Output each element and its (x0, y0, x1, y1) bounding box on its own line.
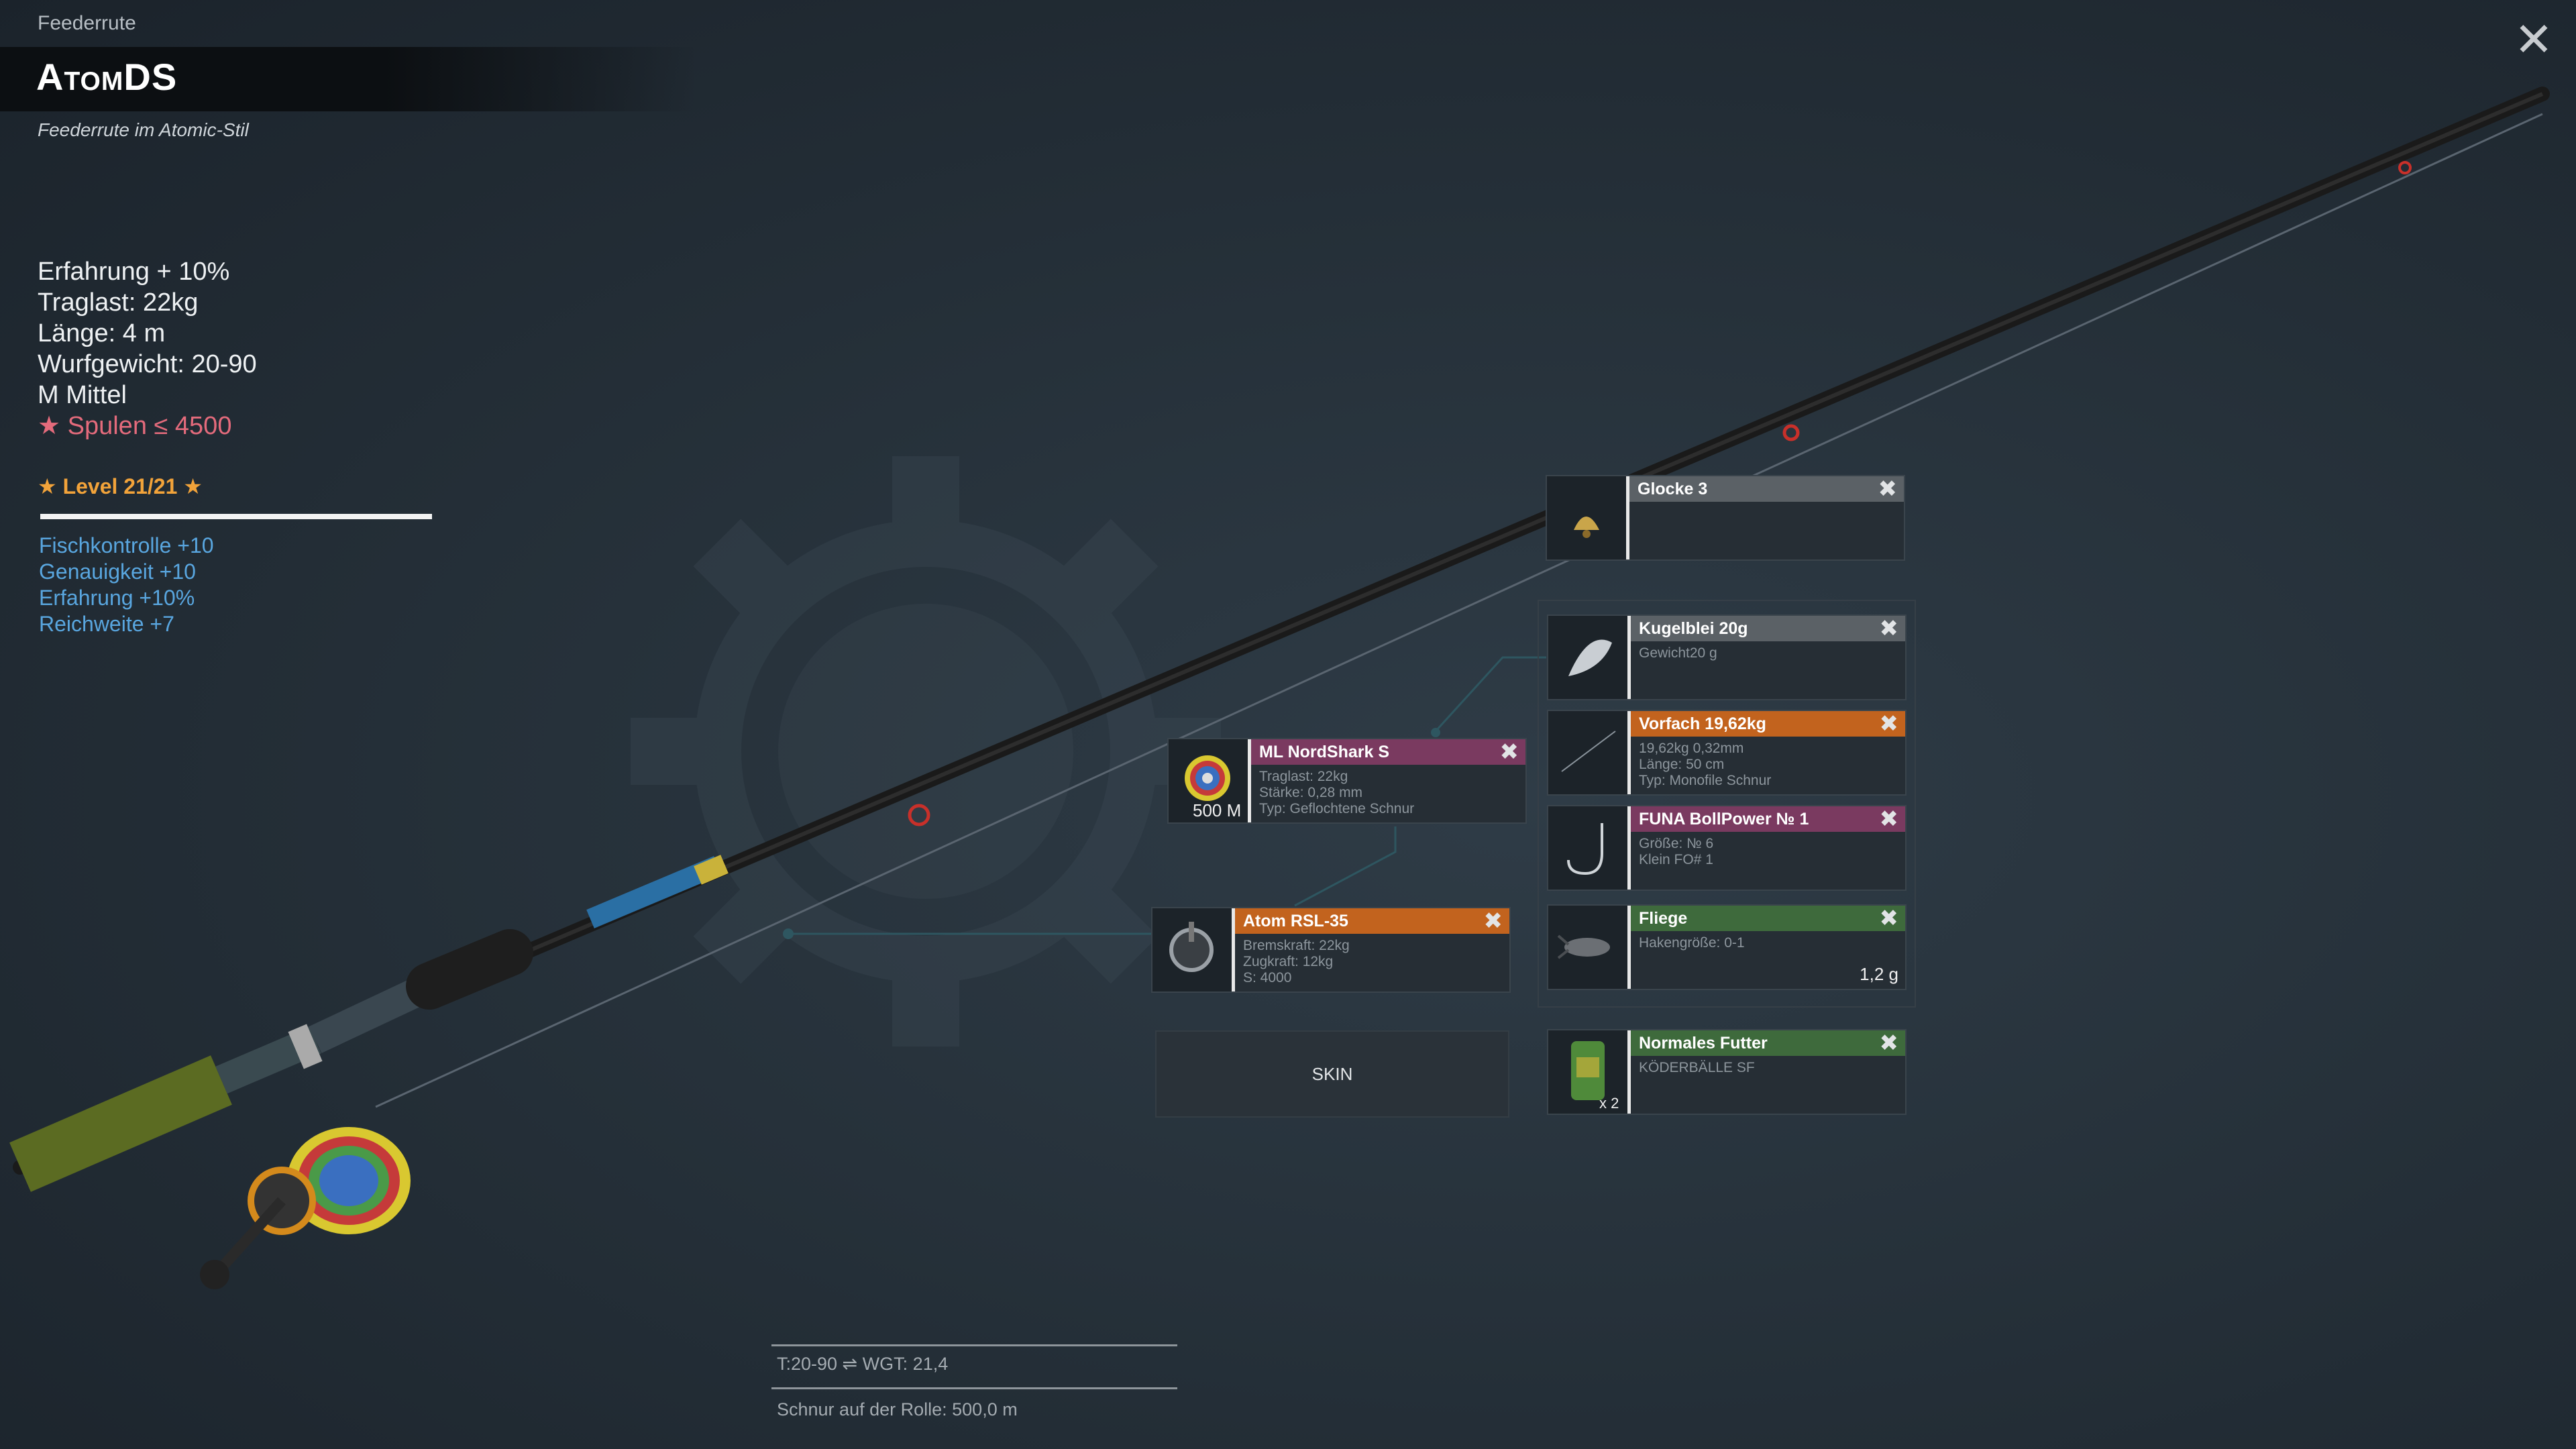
line-spool-icon (1169, 739, 1251, 822)
terminal-tackle-panel (1538, 600, 1916, 1008)
slot-bait-info: Hakengröße: 0-1 (1639, 935, 1745, 951)
remove-icon[interactable]: ✖ (1483, 908, 1503, 934)
hook-icon (1548, 806, 1631, 890)
slot-leader-info: 19,62kg 0,32mm Länge: 50 cm Typ: Monofil… (1639, 741, 1772, 788)
slot-groundbait-info: KÖDERBÄLLE SF (1639, 1060, 1755, 1075)
item-subtitle: Feederrute im Atomic-Stil (38, 119, 249, 140)
leader-icon (1548, 711, 1631, 794)
footer-divider (771, 1387, 1177, 1389)
stat-spool: ★ Spulen ≤ 4500 (38, 412, 232, 440)
slot-line[interactable]: 500 M ML NordShark S ✖ Traglast: 22kg St… (1167, 738, 1527, 824)
remove-icon[interactable]: ✖ (1878, 476, 1898, 502)
bell-icon (1547, 476, 1629, 559)
remove-icon[interactable]: ✖ (1879, 906, 1899, 931)
line-on-reel: Schnur auf der Rolle: 500,0 m (777, 1399, 1018, 1419)
bonus-item: Erfahrung +10% (39, 586, 195, 610)
item-title: AtomDS (36, 56, 178, 98)
sinker-icon (1548, 616, 1631, 699)
slot-hook[interactable]: FUNA BollPower № 1 ✖ Größe: № 6 Klein FO… (1547, 805, 1907, 891)
title-bar (0, 47, 698, 111)
slot-hook-info: Größe: № 6 Klein FO# 1 (1639, 836, 1714, 867)
slot-bait[interactable]: Fliege ✖ Hakengröße: 0-1 1,2 g (1547, 904, 1907, 990)
slot-sinker-name: Kugelblei 20g (1631, 616, 1905, 641)
stat-length: Länge: 4 m (38, 319, 166, 347)
groundbait-count: x 2 (1599, 1095, 1619, 1112)
remove-icon[interactable]: ✖ (1879, 616, 1899, 641)
bait-weight: 1,2 g (1860, 964, 1898, 984)
bonus-item: Fischkontrolle +10 (39, 533, 214, 557)
slot-sinker[interactable]: Kugelblei 20g ✖ Gewicht20 g (1547, 614, 1907, 700)
reel-icon (1152, 908, 1235, 991)
bonus-item: Reichweite +7 (39, 612, 174, 636)
groundbait-bag-icon (1548, 1030, 1631, 1114)
level-label: ★ Level 21/21 ★ (38, 474, 203, 498)
footer-divider (771, 1344, 1177, 1346)
stat-load: Traglast: 22kg (38, 288, 199, 317)
skin-button[interactable]: SKIN (1155, 1030, 1509, 1118)
slot-bell[interactable]: Glocke 3 ✖ (1546, 475, 1905, 561)
slot-groundbait-name: Normales Futter (1631, 1030, 1905, 1056)
slot-reel-name: Atom RSL-35 (1235, 908, 1509, 934)
slot-bait-name: Fliege (1631, 906, 1905, 931)
level-progress-bar (40, 514, 432, 519)
line-length: 500 M (1193, 800, 1242, 820)
stat-casting-weight: Wurfgewicht: 20-90 (38, 350, 257, 378)
slot-sinker-info: Gewicht20 g (1639, 645, 1717, 661)
slot-leader[interactable]: Vorfach 19,62kg ✖ 19,62kg 0,32mm Länge: … (1547, 710, 1907, 796)
slot-hook-name: FUNA BollPower № 1 (1631, 806, 1905, 832)
gear-watermark-icon (631, 456, 1221, 1046)
close-icon[interactable]: ✕ (2514, 13, 2554, 66)
stat-action: M Mittel (38, 381, 127, 409)
bonus-item: Genauigkeit +10 (39, 559, 196, 584)
slot-reel[interactable]: Atom RSL-35 ✖ Bremskraft: 22kg Zugkraft:… (1151, 907, 1511, 993)
slot-reel-info: Bremskraft: 22kg Zugkraft: 12kg S: 4000 (1243, 938, 1350, 985)
stat-experience: Erfahrung + 10% (38, 258, 230, 286)
slot-line-info: Traglast: 22kg Stärke: 0,28 mm Typ: Gefl… (1259, 769, 1415, 816)
slot-line-name: ML NordShark S (1251, 739, 1525, 765)
remove-icon[interactable]: ✖ (1879, 711, 1899, 737)
remove-icon[interactable]: ✖ (1879, 806, 1899, 832)
remove-icon[interactable]: ✖ (1879, 1030, 1899, 1056)
tackle-summary: T:20-90 ⇌ WGT: 21,4 (777, 1354, 949, 1374)
fly-icon (1548, 906, 1631, 989)
item-category: Feederrute (38, 12, 136, 34)
rod-stats: Erfahrung + 10% Traglast: 22kg Länge: 4 … (38, 256, 257, 441)
slot-groundbait[interactable]: Normales Futter ✖ KÖDERBÄLLE SF x 2 (1547, 1029, 1907, 1115)
bonus-list: Fischkontrolle +10 Genauigkeit +10 Erfah… (39, 533, 214, 637)
slot-bell-name: Glocke 3 (1629, 476, 1904, 502)
slot-leader-name: Vorfach 19,62kg (1631, 711, 1905, 737)
remove-icon[interactable]: ✖ (1499, 739, 1519, 765)
